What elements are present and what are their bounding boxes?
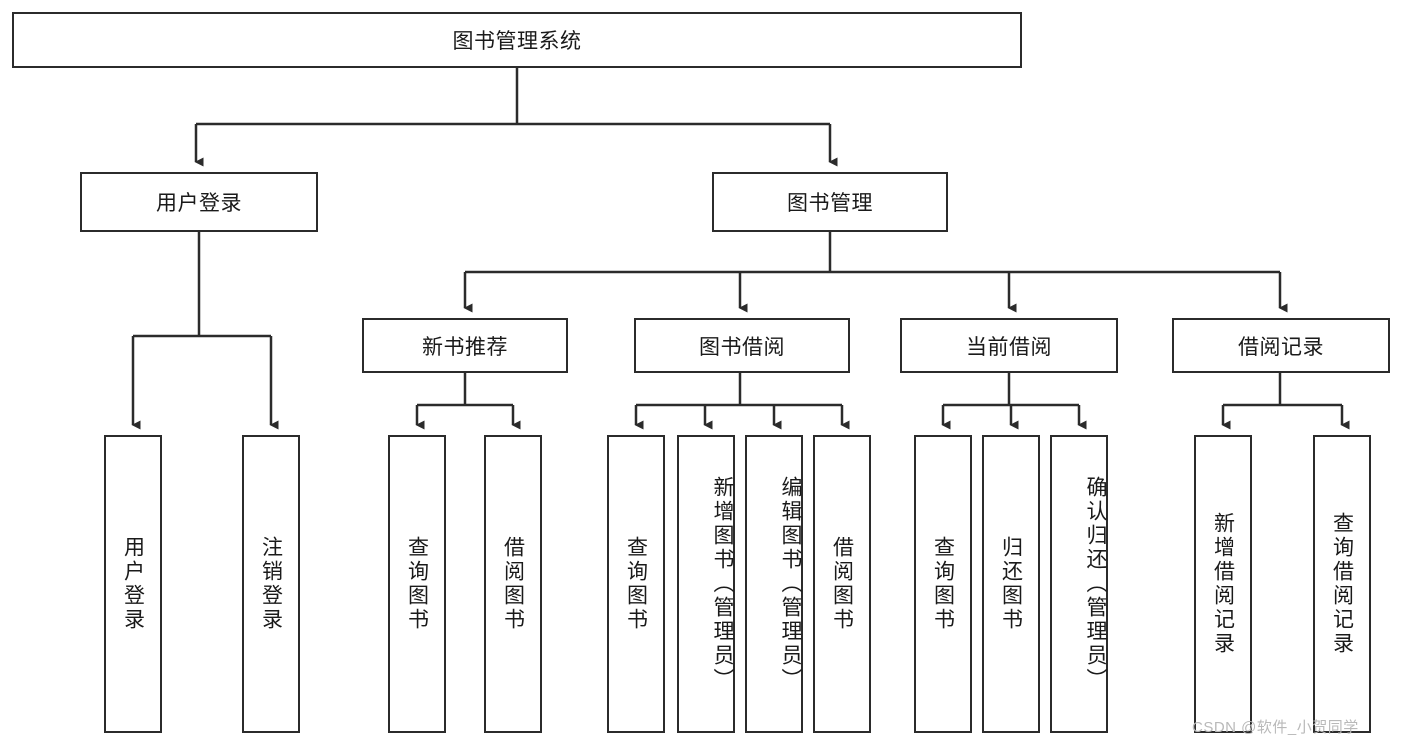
node-label: 用户登录 <box>156 192 242 215</box>
node-new-book-recommend[interactable]: 新书推荐 <box>362 318 568 373</box>
leaf-user-login[interactable]: 用户登录 <box>104 435 162 733</box>
node-book-management-system[interactable]: 图书管理系统 <box>12 12 1022 68</box>
node-label: 图书管理 <box>787 192 873 215</box>
node-label: 借阅图书 <box>830 536 854 632</box>
leaf-user-logout[interactable]: 注销登录 <box>242 435 300 733</box>
node-book-management[interactable]: 图书管理 <box>712 172 948 232</box>
node-borrow-record[interactable]: 借阅记录 <box>1172 318 1390 373</box>
leaf-edit-book-admin[interactable]: 编辑图书（管理员） <box>745 435 803 733</box>
leaf-add-borrow-record[interactable]: 新增借阅记录 <box>1194 435 1252 733</box>
leaf-borrow-book-borrow[interactable]: 借阅图书 <box>813 435 871 733</box>
leaf-query-book-current[interactable]: 查询图书 <box>914 435 972 733</box>
node-label: 当前借阅 <box>966 335 1052 359</box>
node-label: 用户登录 <box>121 536 145 632</box>
node-label: 借阅图书 <box>501 536 525 632</box>
node-label: 新增借阅记录 <box>1211 512 1235 656</box>
node-label: 查询图书 <box>624 536 648 632</box>
node-label: 图书借阅 <box>699 335 785 359</box>
node-current-borrow[interactable]: 当前借阅 <box>900 318 1118 373</box>
node-label: 查询图书 <box>405 536 429 632</box>
leaf-query-book-borrow[interactable]: 查询图书 <box>607 435 665 733</box>
node-book-borrow[interactable]: 图书借阅 <box>634 318 850 373</box>
node-label: 确认归还（管理员） <box>1084 476 1107 692</box>
node-label: 编辑图书（管理员） <box>779 476 802 692</box>
leaf-query-book-recommend[interactable]: 查询图书 <box>388 435 446 733</box>
leaf-query-borrow-record[interactable]: 查询借阅记录 <box>1313 435 1371 733</box>
node-label: 查询图书 <box>931 536 955 632</box>
node-label: 注销登录 <box>259 536 283 632</box>
watermark-text: CSDN @软件_小贺同学 <box>1192 719 1359 736</box>
leaf-add-book-admin[interactable]: 新增图书（管理员） <box>677 435 735 733</box>
leaf-borrow-book-recommend[interactable]: 借阅图书 <box>484 435 542 733</box>
node-label: 借阅记录 <box>1238 335 1324 359</box>
node-label: 查询借阅记录 <box>1330 512 1354 656</box>
node-label: 新书推荐 <box>422 335 508 359</box>
leaf-confirm-return-admin[interactable]: 确认归还（管理员） <box>1050 435 1108 733</box>
leaf-return-book[interactable]: 归还图书 <box>982 435 1040 733</box>
node-user-login[interactable]: 用户登录 <box>80 172 318 232</box>
node-label: 图书管理系统 <box>452 30 582 53</box>
node-label: 归还图书 <box>999 536 1023 632</box>
node-label: 新增图书（管理员） <box>711 476 734 692</box>
